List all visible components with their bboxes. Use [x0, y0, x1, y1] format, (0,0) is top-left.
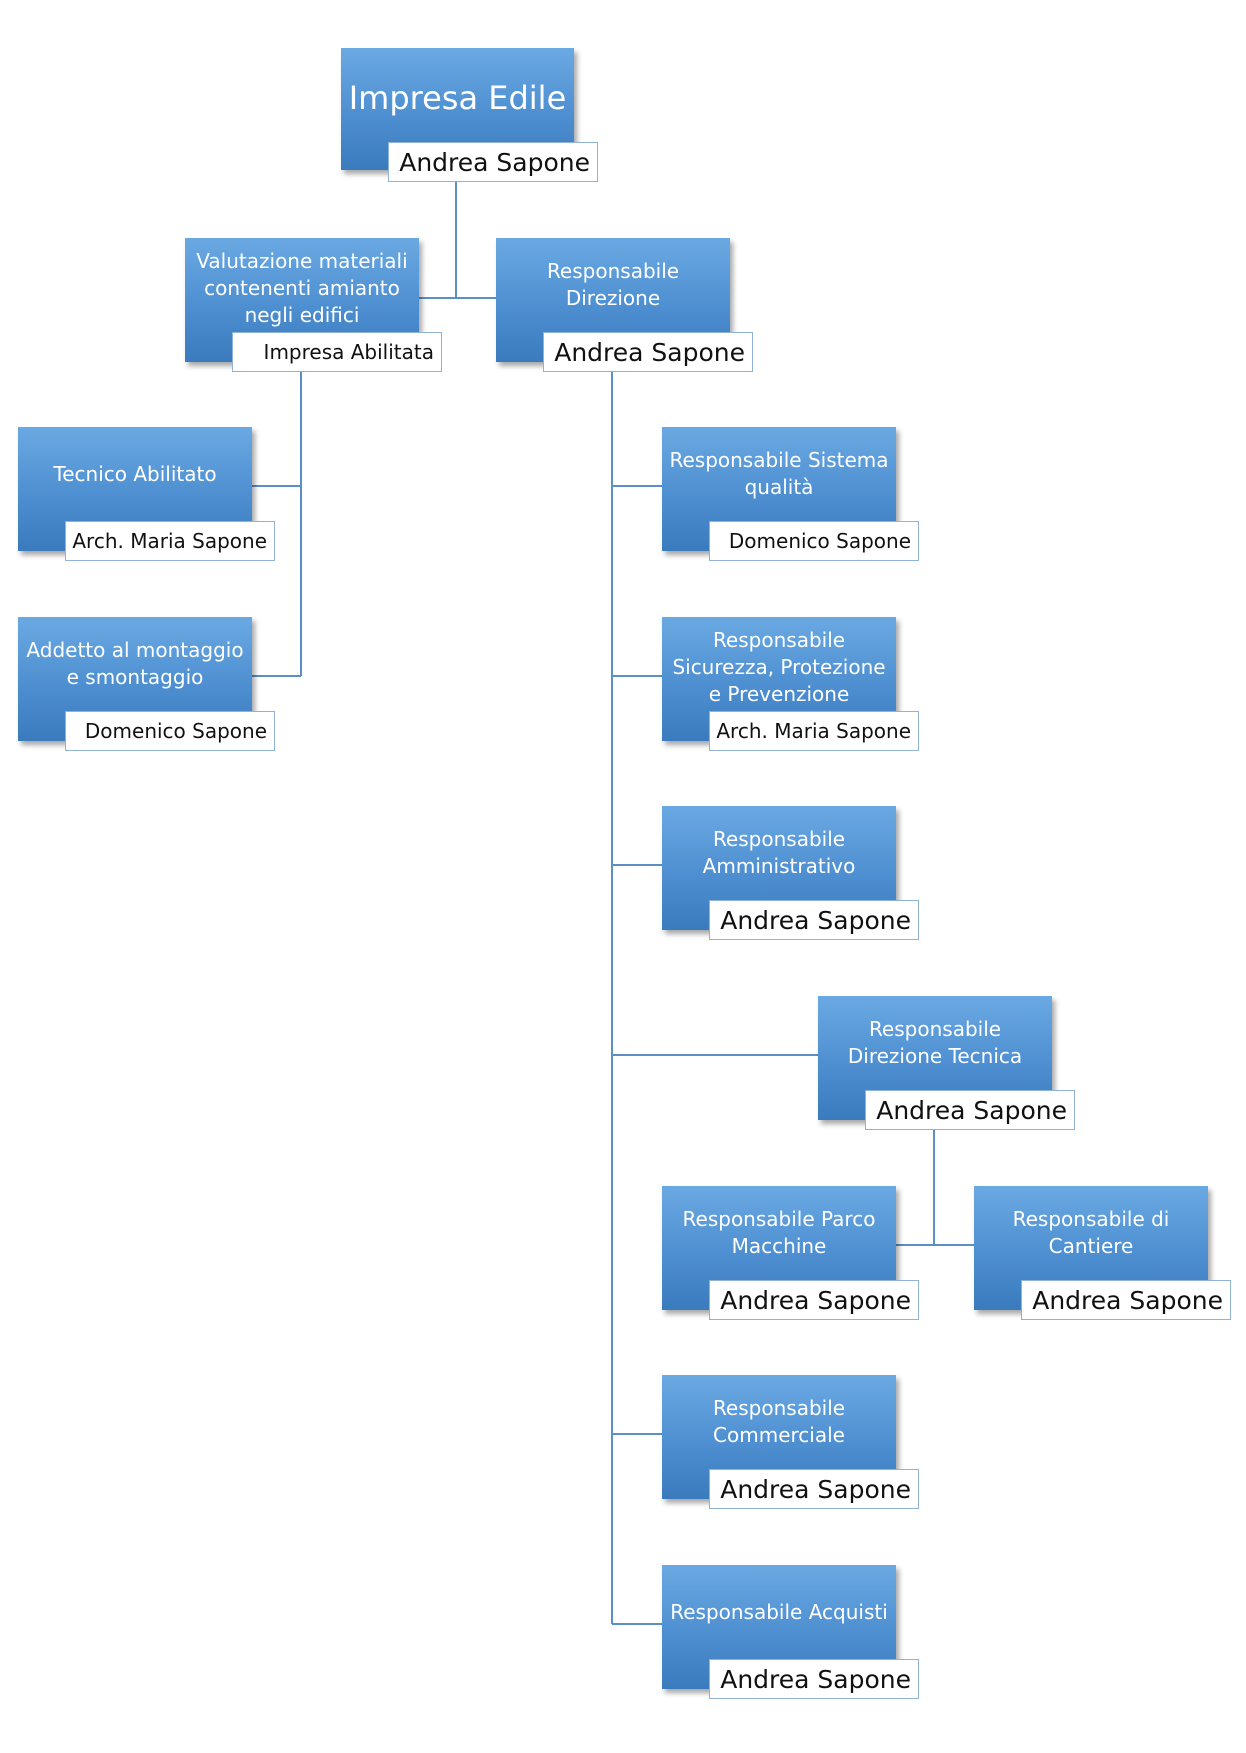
- node-person: Arch. Maria Sapone: [65, 521, 275, 561]
- node-tecnico-abilitato: Tecnico Abilitato Arch. Maria Sapone: [18, 427, 275, 561]
- node-sicurezza: Responsabile Sicurezza, Protezione e Pre…: [662, 617, 919, 751]
- node-person: Arch. Maria Sapone: [709, 711, 919, 751]
- node-cantiere: Responsabile di Cantiere Andrea Sapone: [974, 1186, 1231, 1320]
- node-title: Responsabile Sicurezza, Protezione e Pre…: [672, 628, 886, 706]
- node-responsabile-direzione: Responsabile Direzione Andrea Sapone: [496, 238, 753, 372]
- node-valutazione-amianto: Valutazione materiali contenenti amianto…: [185, 238, 442, 372]
- node-title: Valutazione materiali contenenti amianto…: [196, 249, 408, 327]
- node-commerciale: Responsabile Commerciale Andrea Sapone: [662, 1375, 919, 1509]
- node-title: Responsabile Amministrativo: [702, 827, 856, 878]
- node-direzione-tecnica: Responsabile Direzione Tecnica Andrea Sa…: [818, 996, 1075, 1130]
- node-parco-macchine: Responsabile Parco Macchine Andrea Sapon…: [662, 1186, 919, 1320]
- node-person: Andrea Sapone: [709, 1280, 919, 1320]
- node-title: Responsabile Direzione: [546, 259, 680, 310]
- node-person: Domenico Sapone: [709, 521, 919, 561]
- node-acquisti: Responsabile Acquisti Andrea Sapone: [662, 1565, 919, 1699]
- node-person: Andrea Sapone: [543, 332, 753, 372]
- node-box: Addetto al montaggio e smontaggio: [18, 617, 252, 741]
- node-title: Responsabile Parco Macchine: [682, 1207, 876, 1258]
- node-title: Responsabile di Cantiere: [1012, 1207, 1170, 1258]
- node-person: Andrea Sapone: [709, 900, 919, 940]
- node-person: Andrea Sapone: [709, 1659, 919, 1699]
- node-person: Domenico Sapone: [65, 711, 275, 751]
- node-person: Andrea Sapone: [709, 1469, 919, 1509]
- node-impresa-edile: Impresa Edile Andrea Sapone: [341, 48, 598, 182]
- node-title: Responsabile Commerciale: [712, 1396, 846, 1447]
- node-title: Responsabile Direzione Tecnica: [847, 1017, 1023, 1068]
- node-amministrativo: Responsabile Amministrativo Andrea Sapon…: [662, 806, 919, 940]
- node-title: Tecnico Abilitato: [53, 461, 217, 486]
- node-sistema-qualita: Responsabile Sistema qualità Domenico Sa…: [662, 427, 919, 561]
- node-person: Andrea Sapone: [388, 142, 598, 182]
- node-person: Impresa Abilitata: [232, 332, 442, 372]
- node-title: Responsabile Sistema qualità: [669, 448, 889, 499]
- node-title: Responsabile Acquisti: [670, 1599, 888, 1624]
- node-title: Addetto al montaggio e smontaggio: [26, 638, 244, 689]
- node-person: Andrea Sapone: [865, 1090, 1075, 1130]
- node-addetto-montaggio: Addetto al montaggio e smontaggio Domeni…: [18, 617, 275, 751]
- node-person: Andrea Sapone: [1021, 1280, 1231, 1320]
- node-title: Impresa Edile: [348, 78, 567, 117]
